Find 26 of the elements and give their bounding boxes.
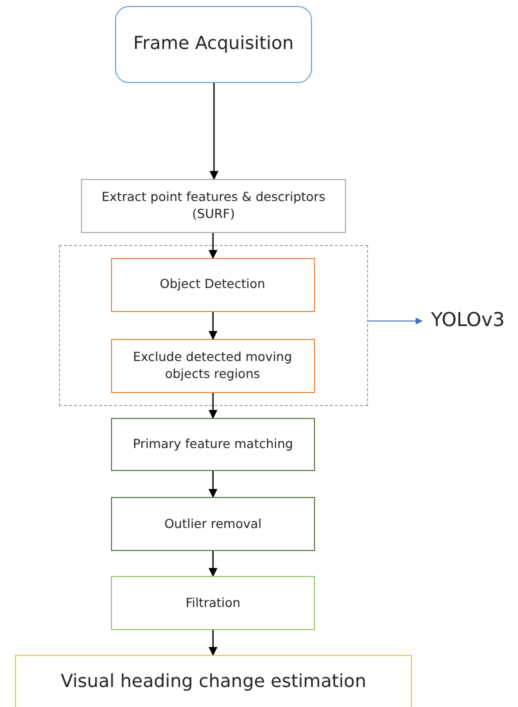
arrow xyxy=(209,83,219,180)
arrow xyxy=(208,471,218,498)
arrow xyxy=(208,233,218,259)
process-box xyxy=(111,576,315,630)
dashed-group-box xyxy=(59,245,368,406)
step-label: Outlier removal xyxy=(164,516,262,532)
process-box xyxy=(110,338,314,392)
arrow xyxy=(368,318,423,324)
process-box xyxy=(110,258,314,312)
result-box xyxy=(15,655,412,707)
process-box xyxy=(111,497,315,551)
step-label: Exclude detected moving objects regions xyxy=(132,348,294,382)
step-label: Frame Acquisition xyxy=(133,32,294,56)
step-label: Filtration xyxy=(186,594,240,612)
process-box xyxy=(81,179,346,233)
step-label: Extract point features & descriptors (SURF) xyxy=(100,189,326,223)
start-box xyxy=(115,6,312,83)
arrow xyxy=(208,312,218,340)
arrow xyxy=(208,630,218,656)
step-label: Primary feature matching xyxy=(132,436,294,453)
arrow xyxy=(208,551,218,577)
step-label: Object Detection xyxy=(160,276,266,293)
arrow xyxy=(208,393,218,419)
process-box xyxy=(111,418,315,471)
step-label: Visual heading change estimation xyxy=(60,670,366,694)
model-label: YOLOv3 xyxy=(431,308,505,334)
